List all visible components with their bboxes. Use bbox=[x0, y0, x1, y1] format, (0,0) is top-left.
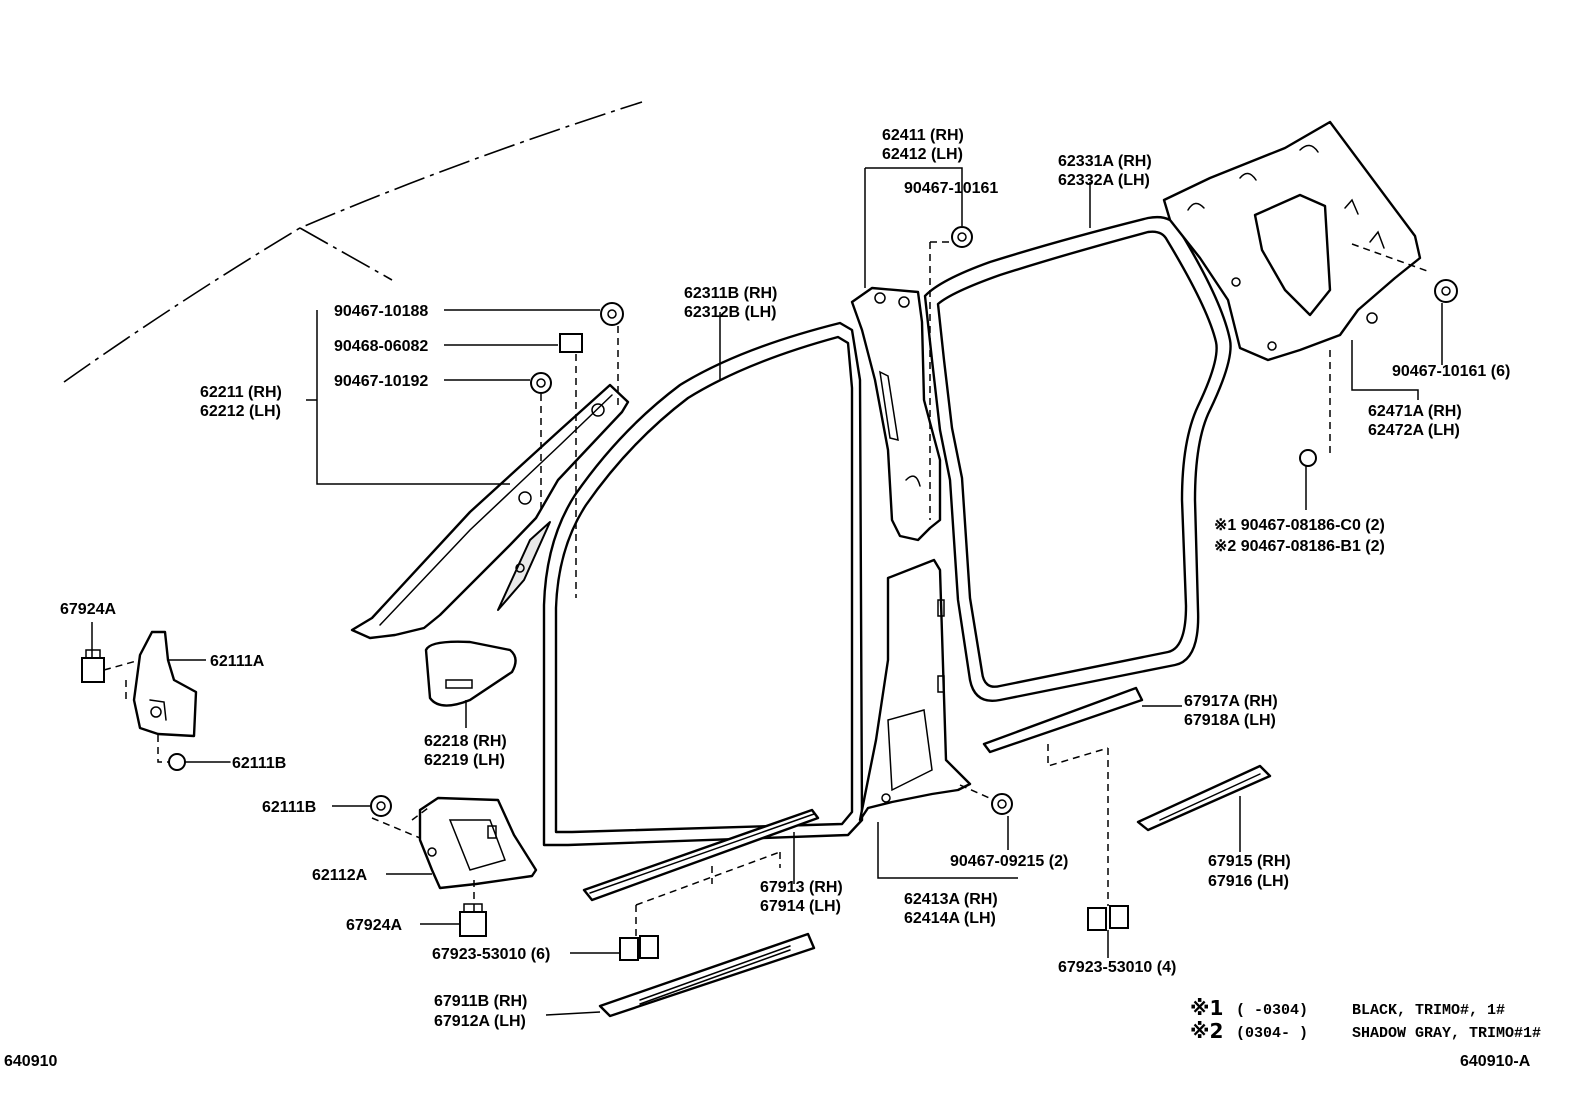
label-67913: 67913 (RH) bbox=[760, 879, 843, 896]
label-62472A: 62472A (LH) bbox=[1368, 422, 1460, 439]
note-2-range: (0304- ) bbox=[1236, 1025, 1308, 1042]
label-62111B-left: 62111B bbox=[262, 799, 316, 816]
part-labels: 62411 (RH) 62412 (LH) 90467-10161 62331A… bbox=[60, 127, 1510, 1030]
label-62219: 62219 (LH) bbox=[424, 752, 505, 769]
screw-62111B-right bbox=[168, 753, 231, 771]
note-1-text: BLACK, TRIMO#, 1# bbox=[1352, 1002, 1505, 1019]
label-67924A-top: 67924A bbox=[60, 601, 116, 618]
label-62332A: 62332A (LH) bbox=[1058, 172, 1150, 189]
label-67924A-bottom: 67924A bbox=[346, 917, 402, 934]
clip-90467-10188 bbox=[600, 302, 624, 326]
leader-lines bbox=[91, 167, 1443, 1016]
front-door-scuff-cover-small[interactable] bbox=[424, 640, 517, 707]
label-62218: 62218 (RH) bbox=[424, 733, 507, 750]
label-62411: 62411 (RH) bbox=[882, 127, 964, 144]
label-90467-08186-C0: ※1 90467-08186-C0 (2) bbox=[1214, 517, 1385, 534]
figure-code-right: 640910-A bbox=[1460, 1053, 1531, 1070]
label-62111A: 62111A bbox=[210, 653, 265, 670]
label-62112A: 62112A bbox=[312, 867, 368, 884]
front-pillar-garnish[interactable] bbox=[350, 383, 630, 640]
label-67923-four: 67923-53010 (4) bbox=[1058, 959, 1176, 976]
roof-side-inner-garnish[interactable] bbox=[1162, 120, 1422, 362]
clip-90467-10192 bbox=[530, 372, 552, 394]
assembly-dash-lines bbox=[103, 241, 1431, 936]
label-67914: 67914 (LH) bbox=[760, 898, 841, 915]
label-67918A: 67918A (LH) bbox=[1184, 712, 1276, 729]
label-67923-six: 67923-53010 (6) bbox=[432, 946, 550, 963]
label-67917A: 67917A (RH) bbox=[1184, 693, 1278, 710]
front-door-scuff-plate[interactable] bbox=[582, 808, 820, 902]
label-90467-10161-top: 90467-10161 bbox=[904, 180, 998, 197]
note-1-mark: ※1 bbox=[1190, 996, 1223, 1020]
front-door-weatherstrip[interactable] bbox=[542, 321, 864, 847]
label-62412: 62412 (LH) bbox=[882, 146, 963, 163]
color-notes: ※1 ( -0304) BLACK, TRIMO#, 1# ※2 (0304- … bbox=[1190, 996, 1541, 1043]
clip-67924A-bottom bbox=[459, 903, 487, 937]
clip-67924A-top bbox=[81, 649, 105, 683]
label-62413A: 62413A (RH) bbox=[904, 891, 998, 908]
step-plate-clip-front bbox=[619, 935, 659, 961]
label-62212: 62212 (LH) bbox=[200, 403, 281, 420]
clip-90467-10161-six bbox=[1434, 279, 1458, 303]
cowl-side-trim-upper[interactable] bbox=[132, 630, 198, 738]
label-62471A: 62471A (RH) bbox=[1368, 403, 1462, 420]
label-62312B: 62312B (LH) bbox=[684, 304, 776, 321]
label-90467-10161-six: 90467-10161 (6) bbox=[1392, 363, 1510, 380]
clip-90467-08186 bbox=[1299, 449, 1317, 467]
label-90467-09215: 90467-09215 (2) bbox=[950, 853, 1068, 870]
label-90467-10192: 90467-10192 bbox=[334, 373, 428, 390]
label-62111B-right: 62111B bbox=[232, 755, 286, 772]
center-pillar-lower-garnish[interactable] bbox=[858, 558, 972, 822]
label-90467-08186-B1: ※2 90467-08186-B1 (2) bbox=[1214, 538, 1385, 555]
note-2-mark: ※2 bbox=[1190, 1019, 1223, 1043]
rear-door-step-plate[interactable] bbox=[1136, 764, 1272, 832]
vehicle-body-outline bbox=[63, 101, 643, 383]
label-62331A: 62331A (RH) bbox=[1058, 153, 1152, 170]
label-62311B: 62311B (RH) bbox=[684, 285, 777, 302]
label-67912A: 67912A (LH) bbox=[434, 1013, 526, 1030]
clip-90468-06082 bbox=[559, 333, 583, 353]
diagram-codes: 640910 640910-A bbox=[4, 1053, 1531, 1070]
label-67916: 67916 (LH) bbox=[1208, 873, 1289, 890]
note-2-text: SHADOW GRAY, TRIMO#1# bbox=[1352, 1025, 1541, 1042]
rear-door-scuff-plate[interactable] bbox=[982, 686, 1144, 754]
cowl-side-trim-lower[interactable] bbox=[418, 796, 538, 890]
label-90467-10188: 90467-10188 bbox=[334, 303, 428, 320]
label-62211: 62211 (RH) bbox=[200, 384, 282, 401]
clip-90467-09215 bbox=[991, 793, 1013, 815]
center-pillar-upper-garnish[interactable] bbox=[850, 286, 942, 542]
label-62414A: 62414A (LH) bbox=[904, 910, 996, 927]
step-plate-clip-rear bbox=[1087, 905, 1129, 931]
screw-62111B-left bbox=[370, 795, 392, 817]
label-67911B: 67911B (RH) bbox=[434, 993, 527, 1010]
figure-code-left: 640910 bbox=[4, 1053, 57, 1070]
label-67915: 67915 (RH) bbox=[1208, 853, 1291, 870]
front-door-step-plate[interactable] bbox=[598, 932, 816, 1018]
clip-90467-10161-top bbox=[951, 226, 973, 248]
note-1-range: ( -0304) bbox=[1236, 1002, 1308, 1019]
rear-door-weatherstrip[interactable] bbox=[923, 215, 1232, 702]
label-90468-06082: 90468-06082 bbox=[334, 338, 428, 355]
